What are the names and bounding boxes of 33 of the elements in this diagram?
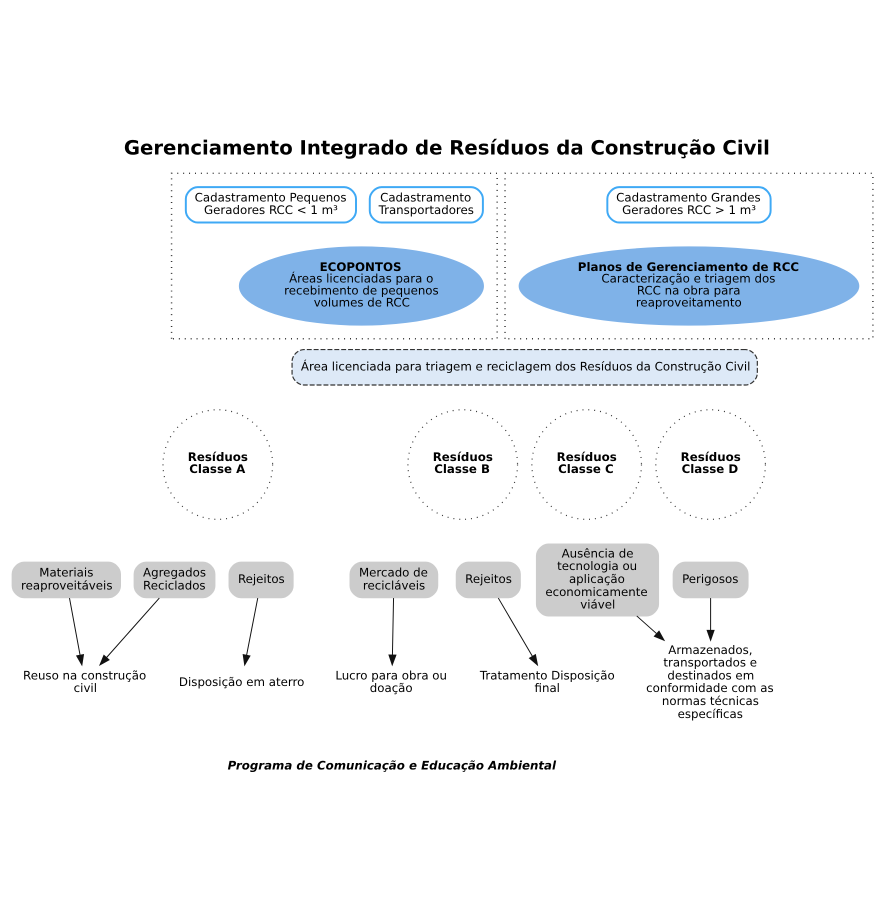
node-circle: Resíduos Classe B <box>407 409 518 520</box>
node-box: Rejeitos <box>456 562 521 598</box>
caption: Programa de Comunicação e Educação Ambiental <box>228 758 556 772</box>
node-text: Reuso na construção civil <box>23 668 146 696</box>
node-ellipse: Planos de Gerenciamento de RCC Caracterização e triagem dos RCC na obra para reaproveitamento <box>518 246 860 326</box>
arrow <box>706 598 715 642</box>
node-box: Agregados Reciclados <box>134 562 216 598</box>
node-box: Cadastramento Grandes Geradores RCC > 1 m³ <box>606 186 772 224</box>
node-text: Disposição em aterro <box>178 674 304 689</box>
node-box: Cadastramento Transportadores <box>368 186 484 224</box>
arrow <box>69 598 84 666</box>
node-box: Área licenciada para triagem e reciclagem dos Resíduos da Construção Civil <box>291 349 758 386</box>
diagram-title: Gerenciamento Integrado de Resíduos da Construção Civil <box>124 136 770 160</box>
cluster <box>504 172 874 340</box>
node-box: Rejeitos <box>228 562 294 598</box>
node-box: Mercado de recicláveis <box>350 562 438 598</box>
node-text: Lucro para obra ou doação <box>335 668 448 696</box>
arrow <box>98 598 160 666</box>
arrow <box>636 615 666 642</box>
node-box: Cadastramento Pequenos Geradores RCC < 1 m³ <box>184 186 357 224</box>
node-circle: Resíduos Classe C <box>531 409 642 520</box>
arrow <box>388 598 397 666</box>
node-circle: Resíduos Classe D <box>655 409 766 520</box>
arrow <box>498 598 538 666</box>
node-box: Perigosos <box>672 562 749 598</box>
node-text: Tratamento Disposição final <box>480 668 615 696</box>
arrow <box>242 598 258 666</box>
node-box: Materiais reaproveitáveis <box>12 562 121 598</box>
cluster <box>170 172 498 340</box>
node-circle: Resíduos Classe A <box>162 409 274 520</box>
node-box: Ausência de tecnologia ou aplicação economicamente viável <box>536 543 660 616</box>
node-ellipse: ECOPONTOS Áreas licenciadas para o recebimento de pequenos volumes de RCC <box>238 246 484 326</box>
node-text: Armazenados, transportados e destinados em conformidade com as normas técnicas específicas <box>646 642 774 721</box>
